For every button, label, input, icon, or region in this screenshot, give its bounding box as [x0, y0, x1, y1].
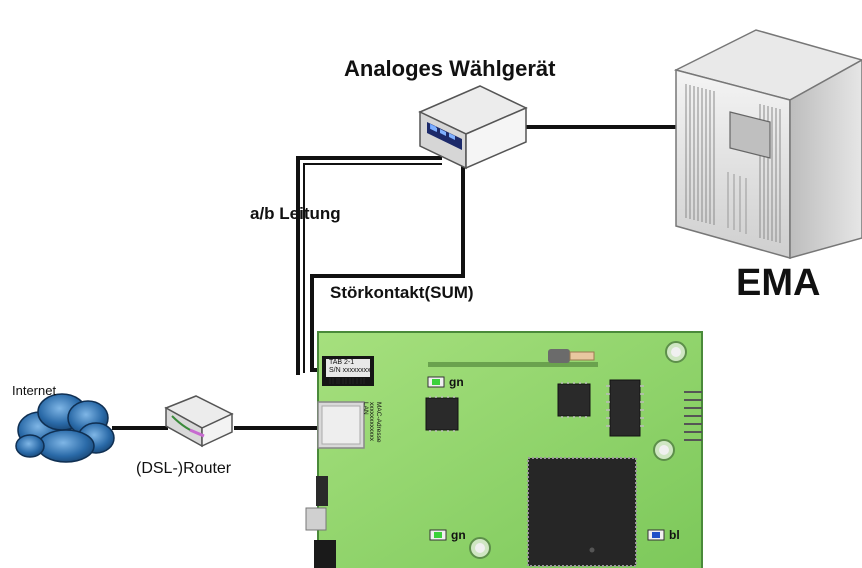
fault-contact-label: Störkontakt(SUM) [330, 283, 474, 302]
router-device-icon [164, 395, 234, 448]
ab-line-label: a/b Leitung [250, 204, 341, 223]
router-label: (DSL-)Router [136, 460, 232, 477]
led-bottom-right-icon [647, 529, 665, 541]
led-bottom-right-label: bl [669, 528, 680, 542]
serial-number-label: S/N xxxxxxxx [329, 367, 371, 374]
tab-chip-label: TAB 2-1 [329, 359, 355, 366]
mac-address-sticker: MAC-Adresse xxxxxxxxxxxx LAN [362, 402, 382, 448]
ab-line-path-second [303, 163, 442, 373]
dialer-device-icon [418, 85, 528, 170]
circuit-board [305, 331, 703, 568]
led-bottom-left-icon [429, 529, 447, 541]
ema-server-icon [673, 29, 862, 259]
mac-address-title: MAC-Adresse [375, 402, 382, 443]
ema-label: EMA [736, 262, 821, 304]
ab-line-path [296, 156, 442, 375]
led-top-icon [427, 376, 445, 388]
connection-lines [112, 125, 676, 430]
dialer-label: Analoges Wählgerät [344, 56, 556, 81]
internet-cloud-icon [15, 393, 115, 463]
led-top-label: gn [449, 375, 464, 389]
fault-contact-path [310, 162, 465, 372]
led-bottom-left-label: gn [451, 528, 466, 542]
internet-label: Internet [12, 383, 57, 398]
